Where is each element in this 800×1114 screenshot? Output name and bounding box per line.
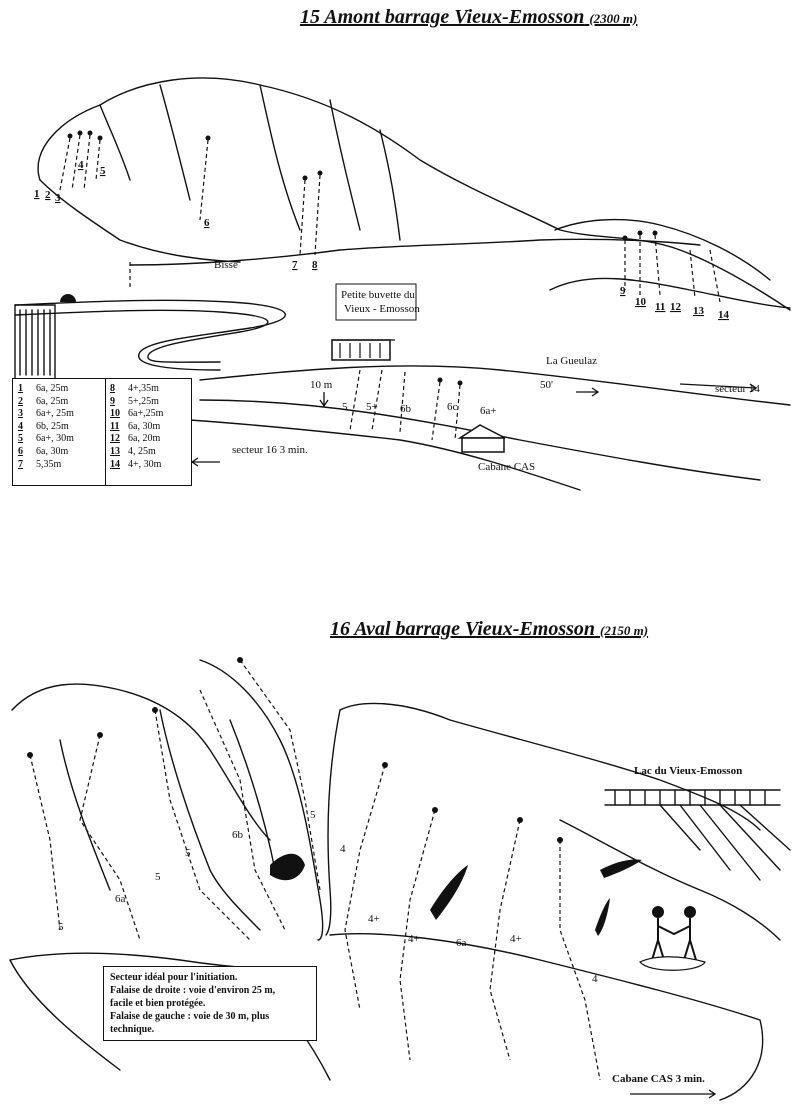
secteur16-label: secteur 16 3 min. (232, 444, 308, 456)
route-grade: 4 (592, 973, 598, 985)
route-grade: 5 (310, 809, 316, 821)
gueulaz-label: La Gueulaz (546, 355, 597, 367)
bisse-label: Bisse (214, 259, 238, 271)
route-grade: 5 (155, 871, 161, 883)
route-number: 11 (655, 301, 665, 313)
buvette-sign: Petite buvette du Vieux - Emosson (335, 283, 420, 321)
route-grade: 5+ (366, 401, 378, 413)
route-number: 13 (693, 305, 705, 317)
lake-label: Lac du Vieux-Emosson (634, 765, 742, 777)
buvette-building (331, 339, 395, 361)
route-number: 4 (78, 159, 84, 171)
route-grade: 6b (400, 403, 412, 415)
route-grade: 5 (342, 401, 348, 413)
route-number: 3 (55, 192, 61, 204)
cabane-label: Cabane CAS (478, 461, 535, 473)
route-grade: 4 (340, 843, 346, 855)
route-grade: 4+ (510, 933, 522, 945)
route-grade: 6a (456, 937, 467, 949)
route-grade: 5 (185, 847, 191, 859)
route-grade: 6a+ (480, 405, 497, 417)
route-grade: 6a (115, 893, 126, 905)
cabane-label: Cabane CAS 3 min. (612, 1073, 705, 1085)
route-number: 12 (670, 301, 682, 313)
route-number: 1 (34, 188, 40, 200)
route-number: 8 (312, 259, 318, 271)
route-grade: 5 (58, 921, 64, 933)
svg-text:Petite buvette du: Petite buvette du (341, 289, 415, 301)
route-number: 5 (100, 165, 106, 177)
topo16-drawing: 5 6a 5 5 6b 5 4 4+ 4+ 6a 4+ 4 Lac du Vie… (9, 657, 791, 1101)
route-number: 2 (45, 189, 51, 201)
route-number: 10 (635, 296, 647, 308)
route-number: 9 (620, 285, 626, 297)
cabane-building (457, 424, 506, 453)
route-number: 6 (204, 217, 210, 229)
route-number: 7 (292, 259, 298, 271)
route-grade: 6c (447, 401, 458, 413)
topo15-title: 15 Amont barrage Vieux-Emosson (2300 m) (300, 6, 638, 28)
climbers-figure (639, 906, 706, 971)
route-grade: 4+ (408, 933, 420, 945)
topo16-note: Secteur idéal pour l'initiation. Falaise… (103, 966, 317, 1041)
route-grade: 4+ (368, 913, 380, 925)
route-number: 14 (718, 309, 730, 321)
route-grade: 6b (232, 829, 244, 841)
svg-text:Vieux - Emosson: Vieux - Emosson (344, 303, 420, 315)
fifty-label: 50' (540, 379, 553, 391)
topo15-drawing: 1 2 3 4 5 6 7 8 9 10 11 12 13 14 5 5+ 6b… (14, 77, 791, 491)
topo16-title: 16 Aval barrage Vieux-Emosson (2150 m) (330, 618, 649, 640)
ten-meter-label: 10 m (310, 379, 333, 391)
